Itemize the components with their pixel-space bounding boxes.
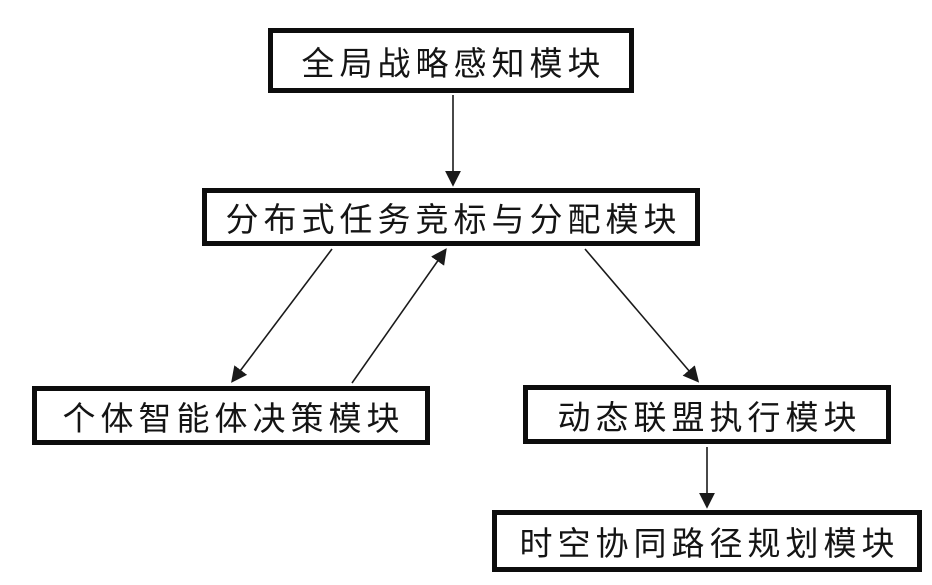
arrow-bidding-to-agent [231, 248, 333, 383]
node-dynamic-coalition-execution-label: 动态联盟执行模块 [557, 397, 862, 437]
arrow-bidding-to-coalition [584, 248, 700, 383]
arrow-agent-to-bidding [351, 248, 447, 384]
node-global-strategic-perception: 全局战略感知模块 [268, 28, 634, 93]
node-spatiotemporal-path-planning-label: 时空协同路径规划模块 [519, 524, 900, 563]
node-distributed-task-bidding-allocation: 分布式任务竞标与分配模块 [202, 188, 700, 246]
node-global-strategic-perception-label: 全局战略感知模块 [301, 43, 606, 83]
node-individual-agent-decision: 个体智能体决策模块 [32, 386, 430, 445]
node-dynamic-coalition-execution: 动态联盟执行模块 [523, 385, 891, 444]
node-distributed-task-bidding-allocation-label: 分布式任务竞标与分配模块 [225, 200, 682, 239]
node-spatiotemporal-path-planning: 时空协同路径规划模块 [492, 510, 922, 572]
node-individual-agent-decision-label: 个体智能体决策模块 [62, 398, 405, 438]
